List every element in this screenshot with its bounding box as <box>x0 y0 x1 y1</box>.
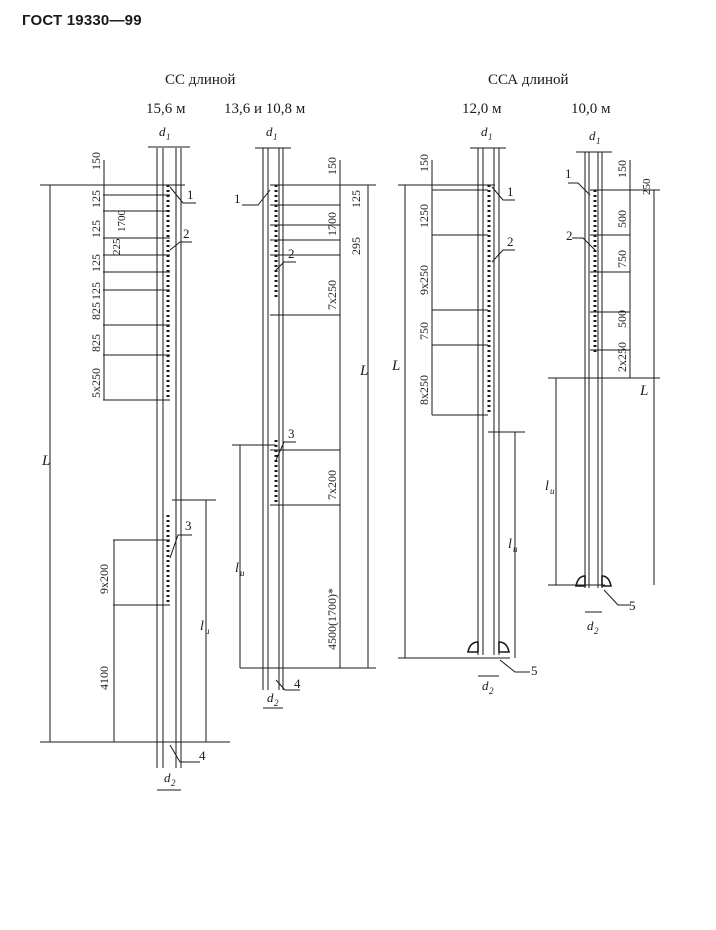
callout-1: 1 <box>565 166 572 181</box>
d1-subscript: 1 <box>596 136 601 146</box>
group-title-cc: СС длиной <box>165 72 236 88</box>
dim-150: 150 <box>89 152 103 170</box>
dim-500: 500 <box>615 310 629 328</box>
dim-small-225: 225 <box>111 238 123 255</box>
d1-symbol: d <box>266 124 273 139</box>
d2-symbol: d <box>482 678 489 693</box>
d1-symbol: d <box>589 128 596 143</box>
d2-subscript: 2 <box>594 626 599 636</box>
dim-small-1700: 1700 <box>116 210 128 233</box>
dim-125: 125 <box>89 220 103 238</box>
dim-4100: 4100 <box>97 666 111 690</box>
d2-symbol: d <box>164 770 171 785</box>
lu-subscript: u <box>513 544 518 554</box>
callout-1: 1 <box>507 184 514 199</box>
callout-1: 1 <box>187 187 194 202</box>
dim-750: 750 <box>417 322 431 340</box>
callout-2: 2 <box>507 234 514 249</box>
dim-9x200: 9x200 <box>97 564 111 594</box>
column-cc-15-6: d 1 L 1 2 3 4 l u <box>40 124 230 791</box>
callout-3: 3 <box>185 518 192 533</box>
callout-4: 4 <box>199 748 206 763</box>
standard-header: ГОСТ 19330—99 <box>22 12 142 29</box>
dim-125: 125 <box>89 254 103 272</box>
d1-symbol: d <box>481 124 488 139</box>
column-length-13-6-10-8: 13,6 и 10,8 м <box>224 101 306 117</box>
callout-3: 3 <box>288 426 295 441</box>
dim-125: 125 <box>89 282 103 300</box>
L-label: L <box>359 363 368 379</box>
dim-150: 150 <box>615 160 629 178</box>
d2-subscript: 2 <box>489 686 494 696</box>
dim-825: 825 <box>89 302 103 320</box>
d2-symbol: d <box>267 690 274 705</box>
callout-2: 2 <box>566 228 573 243</box>
dim-5x250: 5x250 <box>89 368 103 398</box>
dim-125: 125 <box>89 190 103 208</box>
column-length-10-0: 10,0 м <box>571 101 611 117</box>
d2-subscript: 2 <box>274 698 279 708</box>
callout-5: 5 <box>531 663 538 678</box>
d1-symbol: d <box>159 124 166 139</box>
dim-9x250: 9x250 <box>417 265 431 295</box>
dim-4500: 4500(1700)* <box>325 588 339 650</box>
d2-subscript: 2 <box>171 778 176 788</box>
lu-subscript: u <box>550 486 555 496</box>
d1-subscript: 1 <box>273 132 278 142</box>
column-length-12-0: 12,0 м <box>462 101 502 117</box>
column-length-15-6: 15,6 м <box>146 101 186 117</box>
L-label: L <box>639 383 648 399</box>
lu-label: l <box>508 537 512 552</box>
d1-subscript: 1 <box>166 132 171 142</box>
column-cc-13-6: d 1 1 2 3 4 l u L d 2 150 1700 125 295 7 <box>232 124 376 709</box>
callout-5: 5 <box>629 598 636 613</box>
lu-subscript: u <box>205 626 210 636</box>
callout-2: 2 <box>288 246 295 261</box>
dim-750: 750 <box>615 250 629 268</box>
lu-subscript: u <box>240 568 245 578</box>
lu-label: l <box>235 561 239 576</box>
callout-1: 1 <box>234 191 241 206</box>
dim-1700: 1700 <box>325 212 339 236</box>
column-cca-10-0: d 1 1 2 5 l u L d 2 150 250 500 750 500 … <box>545 128 660 636</box>
dim-7x250: 7x250 <box>325 280 339 310</box>
dim-500: 500 <box>615 210 629 228</box>
L-label: L <box>41 453 50 469</box>
dim-2x250: 2x250 <box>615 342 629 372</box>
lu-label: l <box>545 479 549 494</box>
group-title-cca: ССА длиной <box>488 72 569 88</box>
dim-150: 150 <box>417 154 431 172</box>
callout-2: 2 <box>183 226 190 241</box>
d2-symbol: d <box>587 618 594 633</box>
dim-250: 250 <box>641 178 653 195</box>
callout-4: 4 <box>294 676 301 691</box>
dim-1250: 1250 <box>417 204 431 228</box>
dim-825: 825 <box>89 334 103 352</box>
column-cca-12-0: d 1 L 1 2 5 l u d 2 150 1250 9x250 750 8… <box>391 124 538 696</box>
lu-label: l <box>200 619 204 634</box>
dim-295: 295 <box>349 237 363 255</box>
dim-150: 150 <box>325 157 339 175</box>
dim-8x250: 8x250 <box>417 375 431 405</box>
dim-125: 125 <box>349 190 363 208</box>
d1-subscript: 1 <box>488 132 493 142</box>
L-label: L <box>391 358 400 374</box>
dim-7x200: 7x200 <box>325 470 339 500</box>
